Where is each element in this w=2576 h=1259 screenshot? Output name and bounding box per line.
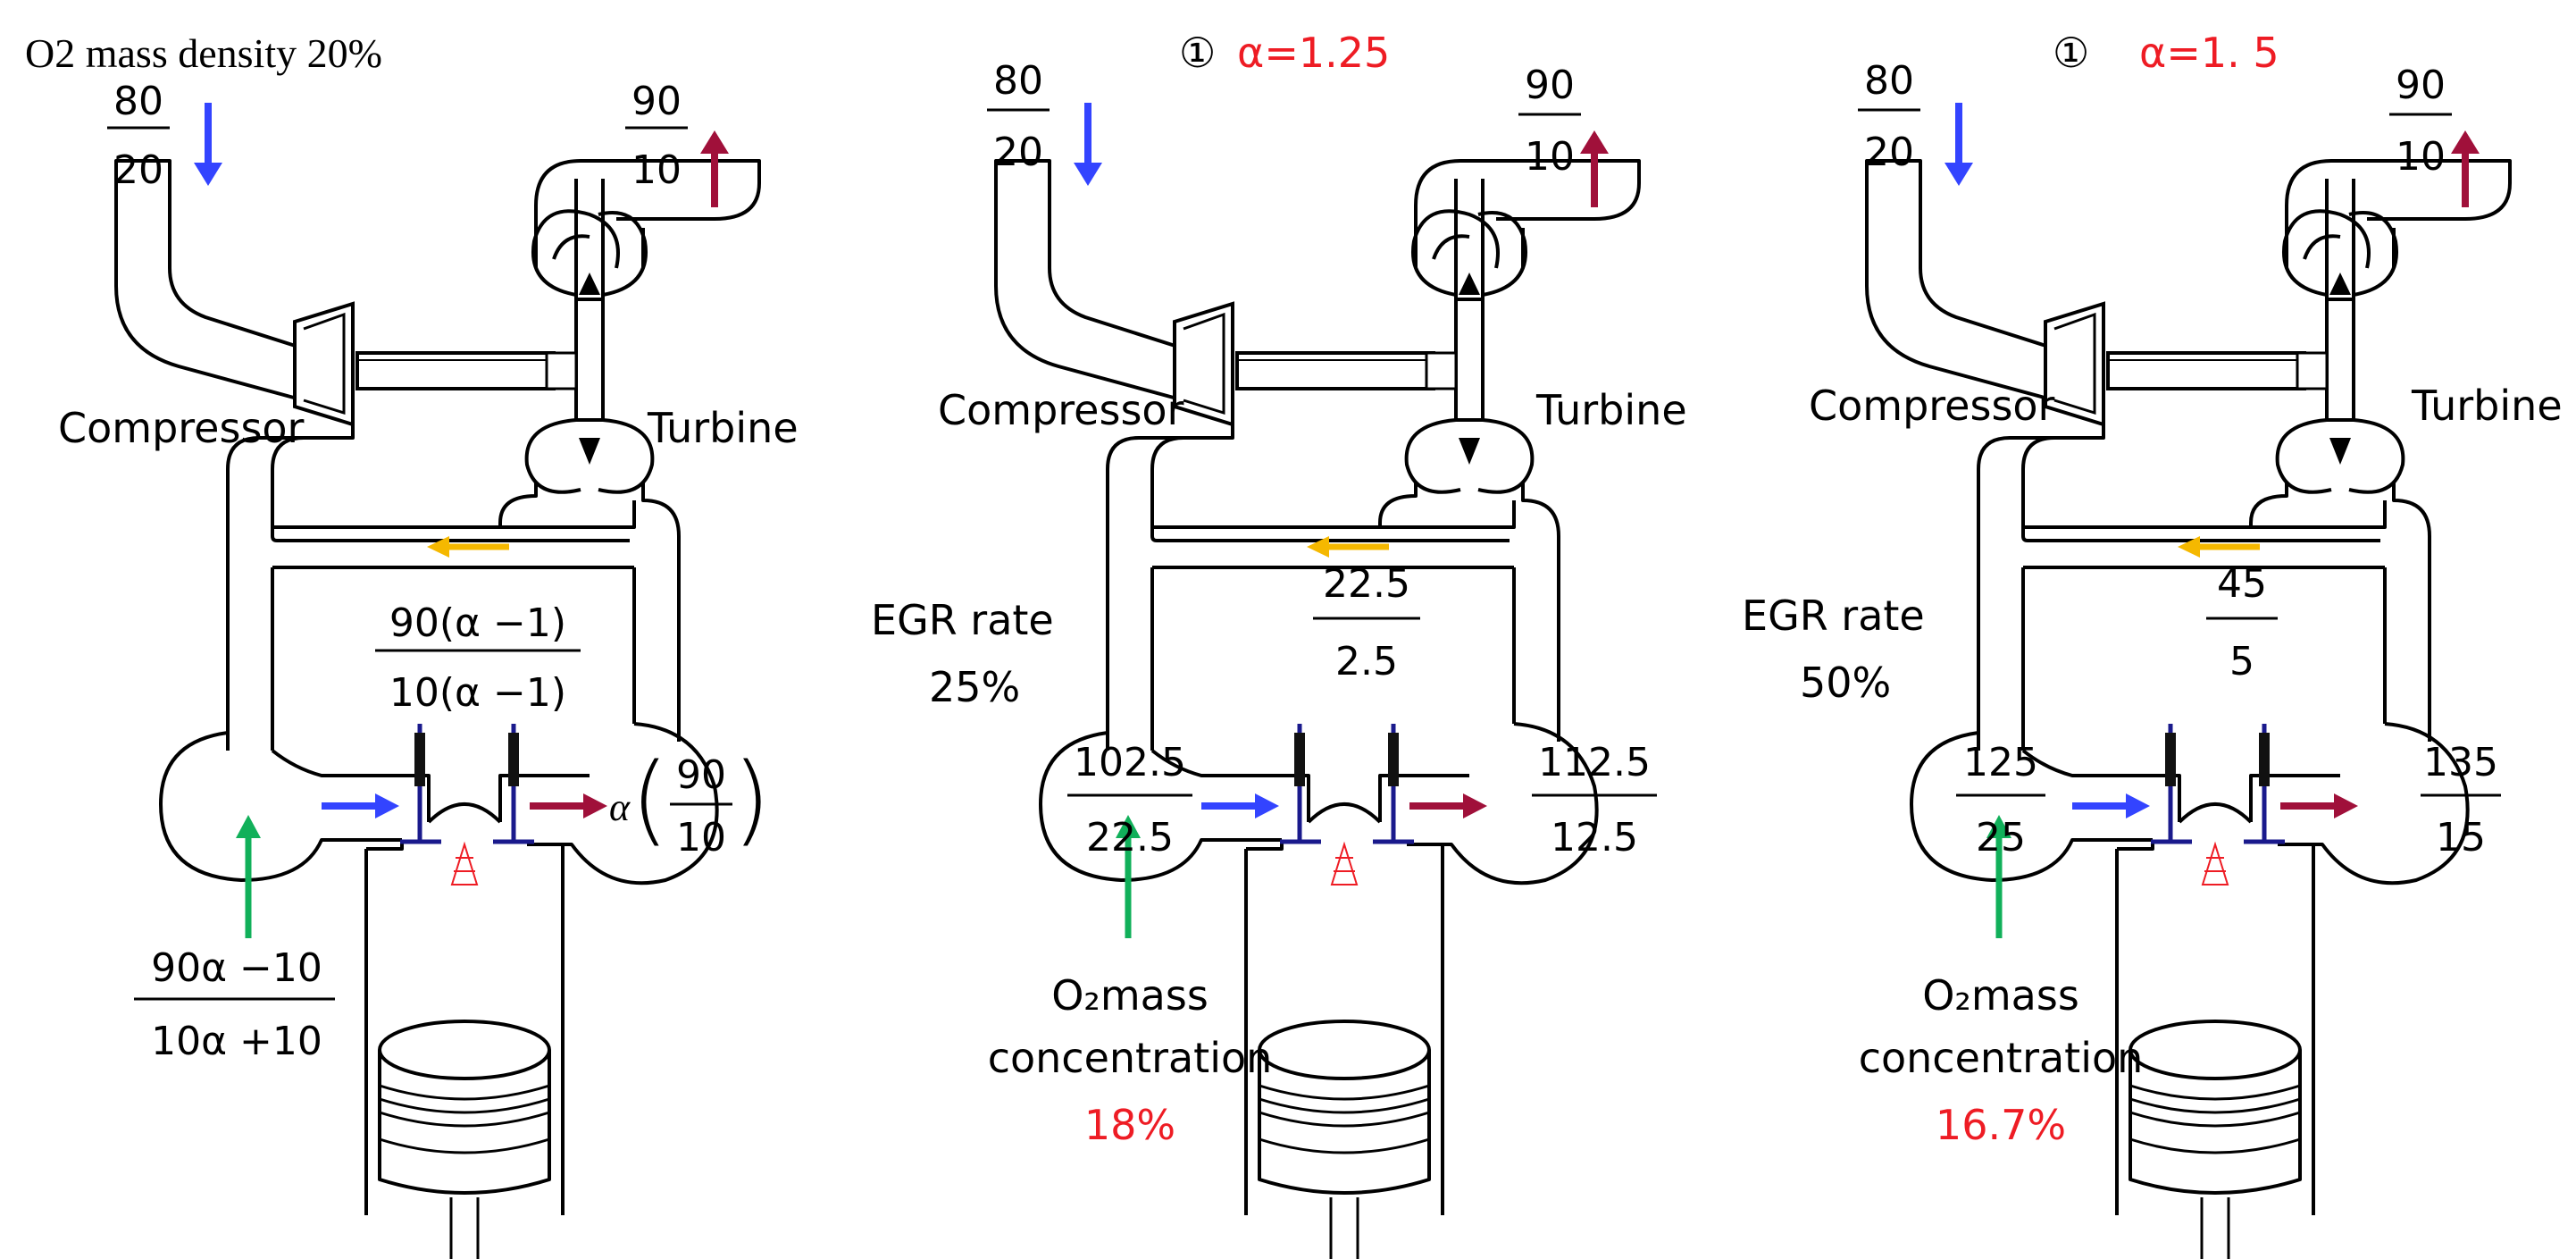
- exhaust-manifold-prefix: α: [609, 785, 631, 829]
- egr-numerator: 90(α −1): [389, 600, 566, 646]
- exhaust-manifold-numerator: 135: [2423, 740, 2498, 785]
- panel-3: ① α=1. 5 80 20 90 10 Compressor Turbine …: [1742, 29, 2563, 1259]
- exhaust-numerator: 90: [1525, 63, 1575, 108]
- panel-2: ① α=1.25 80 20 90 10 Compressor Turbine …: [871, 29, 1687, 1259]
- egr-rate-label: EGR rate: [871, 596, 1054, 644]
- panel-1: O2 mass density 20% 80 20 90 10 Compress…: [25, 30, 799, 1259]
- o2-label-line-1: O₂mass: [1922, 971, 2079, 1020]
- exhaust-numerator: 90: [631, 79, 682, 124]
- intake-manifold-denominator: 25: [1976, 815, 2026, 860]
- case-marker: ①: [1179, 29, 1216, 77]
- case-alpha: α=1. 5: [2139, 29, 2279, 77]
- exhaust-denominator: 10: [2396, 134, 2446, 180]
- intake-manifold-numerator: 90α −10: [151, 945, 322, 991]
- exhaust-manifold-denominator: 10: [676, 815, 726, 860]
- intake-numerator: 80: [1864, 58, 1914, 104]
- intake-numerator: 80: [993, 58, 1043, 104]
- compressor-label: Compressor: [1809, 382, 2055, 430]
- egr-numerator: 45: [2217, 561, 2267, 607]
- svg-text:(: (: [631, 742, 669, 856]
- svg-text:): ): [732, 742, 771, 856]
- intake-manifold-denominator: 10α +10: [151, 1019, 322, 1064]
- o2-value: 18%: [1084, 1101, 1175, 1149]
- exhaust-denominator: 10: [631, 147, 682, 193]
- turbine-label: Turbine: [647, 404, 799, 452]
- exhaust-manifold-denominator: 15: [2436, 815, 2486, 860]
- o2-label-line-2: concentration: [988, 1034, 1273, 1082]
- exhaust-manifold-denominator: 12.5: [1551, 815, 1638, 860]
- egr-rate-value: 50%: [1800, 659, 1891, 707]
- exhaust-manifold-numerator: 90: [676, 752, 726, 798]
- egr-denominator: 10(α −1): [389, 670, 566, 716]
- intake-numerator: 80: [113, 79, 163, 124]
- case-alpha: α=1.25: [1237, 29, 1390, 77]
- egr-rate-value: 25%: [929, 663, 1020, 711]
- exhaust-manifold-numerator: 112.5: [1538, 740, 1651, 785]
- intake-denominator: 20: [993, 130, 1043, 175]
- o2-label-line-1: O₂mass: [1051, 971, 1209, 1020]
- egr-denominator: 2.5: [1335, 639, 1398, 684]
- compressor-label: Compressor: [938, 386, 1184, 434]
- egr-numerator: 22.5: [1323, 561, 1410, 607]
- case-marker: ①: [2053, 29, 2089, 77]
- compressor-label: Compressor: [58, 404, 305, 452]
- intake-manifold-numerator: 102.5: [1074, 740, 1186, 785]
- intake-manifold-numerator: 125: [1963, 740, 2038, 785]
- o2-density-note: O2 mass density 20%: [25, 30, 382, 76]
- o2-label-line-2: concentration: [1859, 1034, 2144, 1082]
- intake-denominator: 20: [113, 147, 163, 193]
- turbine-label: Turbine: [2411, 382, 2563, 430]
- o2-value: 16.7%: [1936, 1101, 2066, 1149]
- egr-rate-label: EGR rate: [1742, 592, 1925, 640]
- intake-denominator: 20: [1864, 130, 1914, 175]
- exhaust-numerator: 90: [2396, 63, 2446, 108]
- egr-denominator: 5: [2229, 639, 2254, 684]
- exhaust-denominator: 10: [1525, 134, 1575, 180]
- turbine-label: Turbine: [1535, 386, 1687, 434]
- intake-manifold-denominator: 22.5: [1086, 815, 1174, 860]
